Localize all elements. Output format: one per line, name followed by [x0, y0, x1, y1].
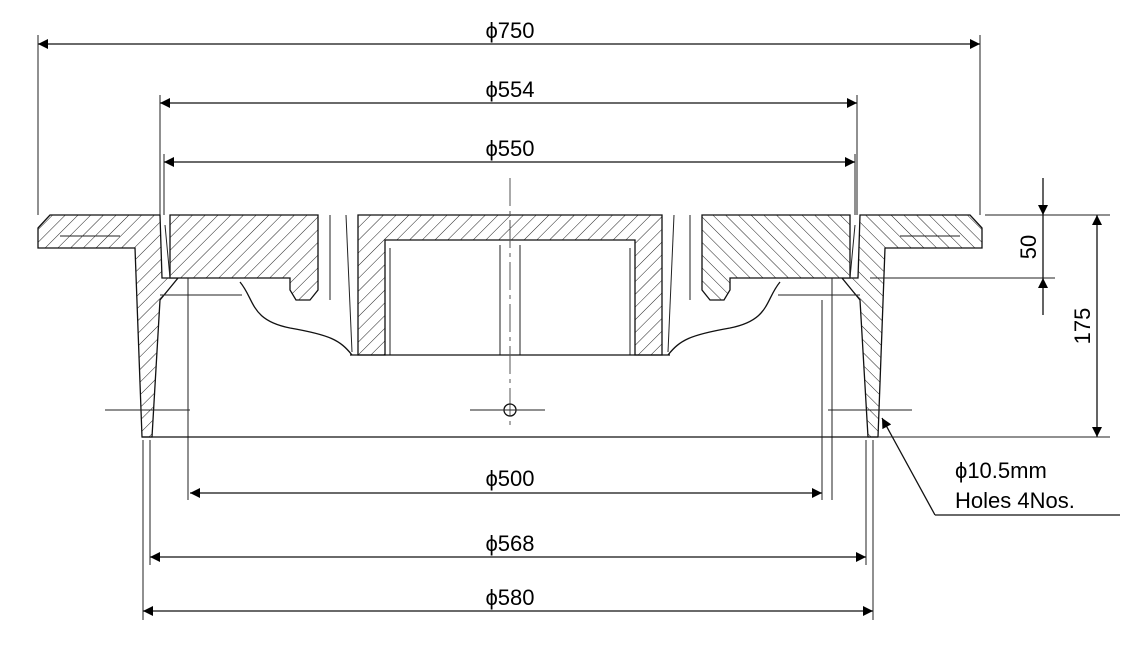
dim-base-diameter-568: ϕ568	[485, 531, 534, 556]
dim-clear-opening-500: ϕ500	[485, 466, 534, 491]
seat-block	[169, 214, 319, 301]
hole-note-count: Holes 4Nos.	[955, 488, 1075, 513]
hole-note-size: ϕ10.5mm	[955, 458, 1047, 483]
dim-base-diameter-580: ϕ580	[485, 585, 534, 610]
extension-lines	[37, 35, 1110, 620]
dim-outer-flange-diameter: ϕ750	[485, 18, 534, 43]
dimension-lines	[38, 39, 1120, 616]
section-right-half	[667, 214, 983, 500]
dim-flange-height-50: 50	[1016, 235, 1041, 259]
dim-total-height-175: 175	[1070, 308, 1095, 345]
dim-frame-diameter-554: ϕ554	[485, 77, 534, 102]
bowl-curve	[239, 281, 353, 356]
dim-frame-diameter-550: ϕ550	[485, 136, 534, 161]
flange-outer-wall	[37, 214, 180, 438]
section-left-half	[37, 214, 353, 500]
